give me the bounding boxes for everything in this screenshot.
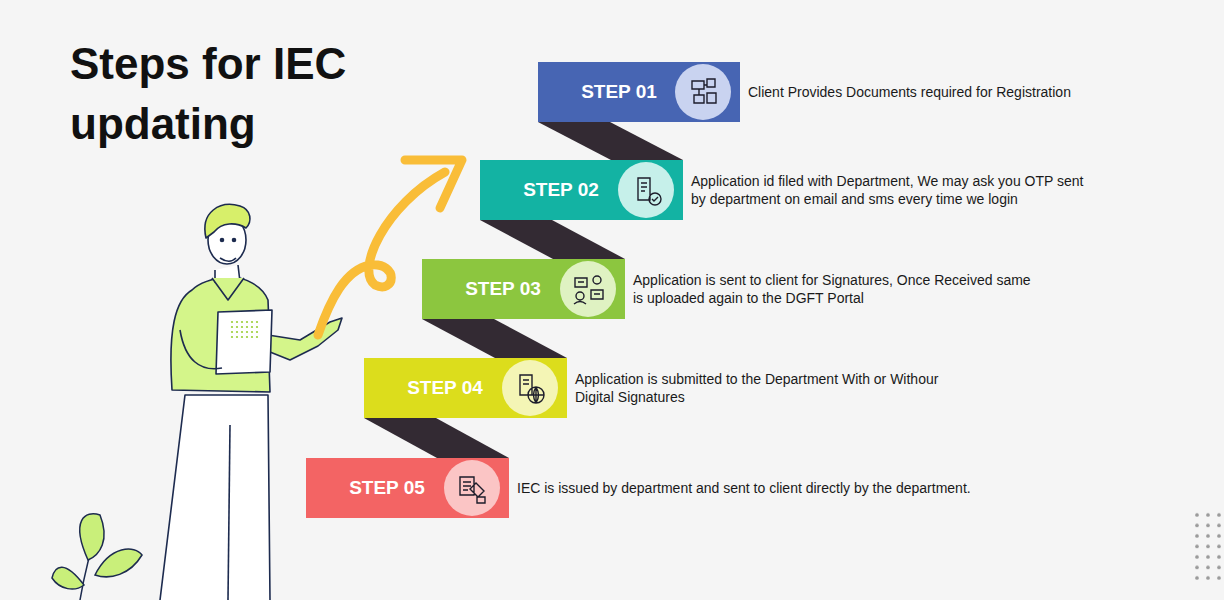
paper-dot <box>236 336 238 338</box>
step-icon <box>559 260 617 318</box>
paper-dot <box>246 331 248 333</box>
dot-grid <box>1192 510 1224 584</box>
stair-connector <box>364 418 509 458</box>
step-label: STEP 05 <box>306 458 468 518</box>
paper-dot <box>246 336 248 338</box>
paper-dot <box>231 331 233 333</box>
step-icon <box>443 459 501 517</box>
step-description: IEC is issued by department and sent to … <box>517 479 977 497</box>
step-band: STEP 02Application id filed with Departm… <box>480 160 683 220</box>
paper-dot <box>251 331 253 333</box>
step-description: Application is sent to client for Signat… <box>633 271 1043 307</box>
paper-dot <box>236 331 238 333</box>
stair-connector <box>480 220 625 259</box>
step-icon <box>674 63 732 121</box>
paper-dot <box>241 326 243 328</box>
step-icon <box>501 359 559 417</box>
step-band: STEP 04Application is submitted to the D… <box>364 358 567 418</box>
paper-dot <box>246 326 248 328</box>
step-label: STEP 04 <box>364 358 526 418</box>
paper-dot <box>256 336 258 338</box>
paper-dot <box>256 321 258 323</box>
stair-connector <box>422 319 567 358</box>
paper-dot <box>231 336 233 338</box>
step-description: Application id filed with Department, We… <box>691 172 1086 208</box>
paper-dot <box>241 331 243 333</box>
paper-dots <box>231 321 258 338</box>
step-label: STEP 03 <box>422 259 584 319</box>
step-description: Application is submitted to the Departme… <box>575 370 980 406</box>
paper-dot <box>256 331 258 333</box>
paper-dot <box>231 321 233 323</box>
step-description: Client Provides Documents required for R… <box>748 83 1108 101</box>
step-icon <box>617 161 675 219</box>
arrow-head <box>405 160 462 208</box>
step-label: STEP 01 <box>538 62 700 122</box>
paper-dot <box>251 336 253 338</box>
paper-dot <box>236 321 238 323</box>
paper-dot <box>241 321 243 323</box>
step-band: STEP 05IEC is issued by department and s… <box>306 458 509 518</box>
paper-dot <box>256 326 258 328</box>
plant <box>52 514 142 600</box>
paper-dot <box>251 321 253 323</box>
step-band: STEP 01Client Provides Documents require… <box>538 62 740 122</box>
step-band: STEP 03Application is sent to client for… <box>422 259 625 319</box>
paper-dot <box>251 326 253 328</box>
paper-dot <box>246 321 248 323</box>
diagram-title: Steps for IEC updating <box>70 34 400 154</box>
step-label: STEP 02 <box>480 160 642 220</box>
paper-dot <box>236 326 238 328</box>
man-figure <box>160 204 342 600</box>
paper-dot <box>231 326 233 328</box>
paper-dot <box>241 336 243 338</box>
stair-connector <box>538 122 683 160</box>
